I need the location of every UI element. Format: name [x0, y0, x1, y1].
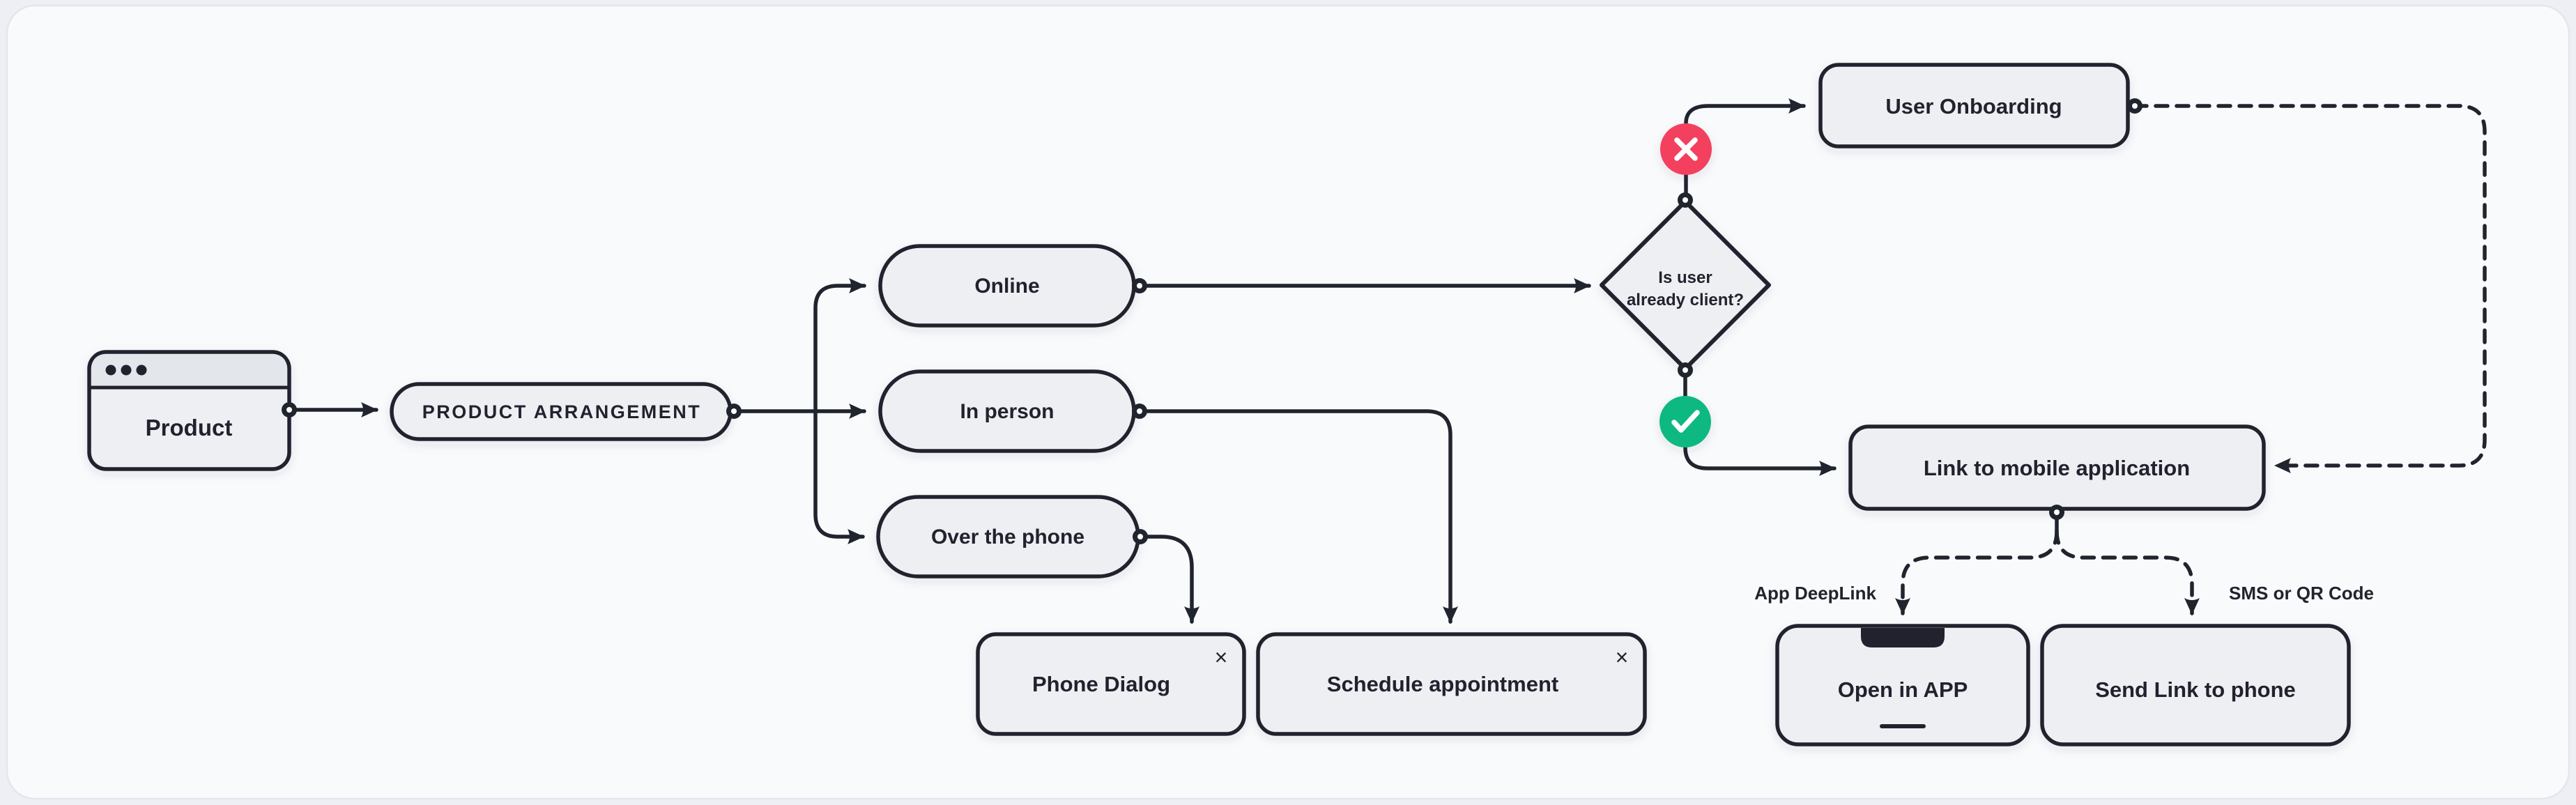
edge-link-to-open-in-app	[1895, 529, 2059, 615]
node-open-in-app[interactable]: Open in APP	[1775, 624, 2030, 746]
browser-dots-icon	[105, 365, 147, 376]
node-label: Link to mobile application	[1924, 456, 2190, 480]
edge-arrangement-to-online	[813, 278, 866, 413]
check-icon	[1671, 410, 1700, 433]
node-label-line2: already client?	[1627, 291, 1744, 309]
node-online[interactable]: Online	[878, 244, 1136, 328]
node-product[interactable]: Product	[87, 350, 291, 471]
port-product-right[interactable]	[282, 402, 297, 417]
node-label: Schedule appointment	[1327, 672, 1558, 696]
node-user-onboarding[interactable]: User Onboarding	[1818, 63, 2130, 148]
port-arrangement-right[interactable]	[726, 404, 742, 419]
connection-ports	[282, 98, 2142, 544]
node-send-link-to-phone[interactable]: Send Link to phone	[2040, 624, 2351, 746]
edge-yes-to-link-mobile	[1683, 445, 1837, 476]
node-link-to-mobile-application[interactable]: Link to mobile application	[1848, 424, 2266, 511]
port-onboarding-right[interactable]	[2127, 98, 2142, 114]
close-icon[interactable]: ×	[1616, 645, 1629, 670]
edge-label-app-deeplink: App DeepLink	[1754, 583, 1876, 604]
port-in-person-right[interactable]	[1132, 404, 1147, 419]
node-over-the-phone[interactable]: Over the phone	[876, 495, 1140, 578]
edge-label-sms-or-qr: SMS or QR Code	[2229, 583, 2374, 604]
edge-link-to-send-link	[2055, 529, 2200, 615]
node-decision-is-user-already-client[interactable]: Is user already client?	[1600, 199, 1771, 371]
decision-no-badge	[1660, 123, 1712, 175]
node-schedule-appointment[interactable]: Schedule appointment ×	[1256, 632, 1647, 736]
port-online-right[interactable]	[1132, 278, 1147, 293]
node-label: User Onboarding	[1885, 94, 2062, 118]
port-decision-bottom[interactable]	[1678, 362, 1693, 378]
node-label: Phone Dialog	[1032, 672, 1170, 696]
node-in-person[interactable]: In person	[878, 369, 1136, 453]
nodes: Product PRODUCT ARRANGEMENT Online In pe…	[87, 63, 2351, 746]
node-phone-dialog[interactable]: Phone Dialog ×	[976, 632, 1246, 736]
edge-no-to-user-onboarding	[1684, 98, 1806, 125]
node-label: Send Link to phone	[2095, 677, 2296, 702]
phone-notch-icon	[1861, 628, 1945, 647]
node-label: Product	[146, 415, 233, 440]
diagram-canvas	[6, 4, 2570, 800]
node-label: PRODUCT ARRANGEMENT	[422, 401, 702, 422]
x-icon	[1674, 137, 1698, 161]
browser-titlebar	[91, 354, 287, 385]
decision-yes-badge	[1659, 396, 1711, 447]
edge-arrangement-to-over-phone	[813, 409, 865, 544]
node-label: Over the phone	[931, 526, 1084, 549]
port-link-mobile-bottom[interactable]	[2049, 505, 2064, 520]
port-decision-top[interactable]	[1678, 192, 1693, 208]
node-label-line1: Is user	[1658, 268, 1712, 287]
edge-in-person-to-schedule	[1137, 409, 1458, 624]
port-over-phone-right[interactable]	[1133, 529, 1148, 544]
close-icon[interactable]: ×	[1215, 645, 1228, 670]
edge-over-phone-to-phone-dialog	[1138, 535, 1199, 624]
node-label: Open in APP	[1838, 677, 1968, 702]
node-product-arrangement[interactable]: PRODUCT ARRANGEMENT	[390, 382, 733, 441]
edge-onboarding-return-to-link-mobile	[2133, 104, 2487, 473]
node-label: Online	[974, 275, 1039, 298]
node-label: In person	[960, 400, 1054, 423]
